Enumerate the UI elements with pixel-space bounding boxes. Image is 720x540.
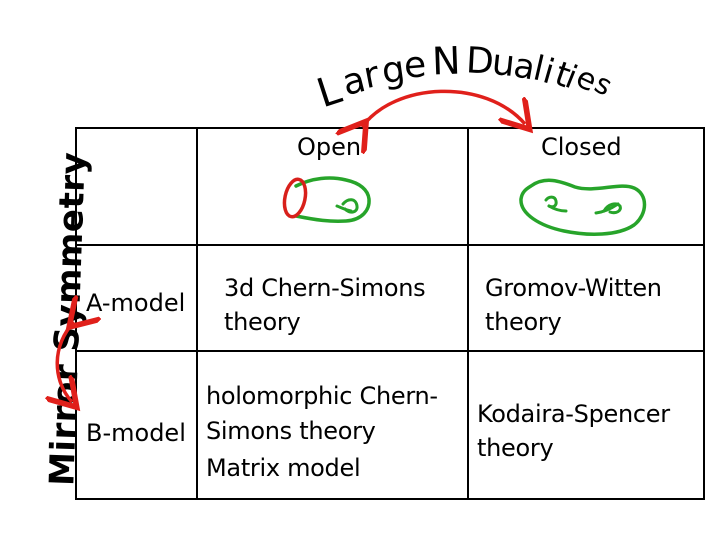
- cell-b-closed-line-1: Kodaira-Spencer: [477, 400, 670, 428]
- row-header-b-model: B-model: [86, 419, 186, 447]
- cell-a-open-line-2: theory: [224, 308, 301, 336]
- table-divider-row-1: [75, 244, 705, 246]
- large-n-duality-arrow: [362, 89, 525, 127]
- cell-b-open-line-2: Simons theory: [206, 417, 376, 445]
- table-divider-col-2: [467, 127, 469, 500]
- cell-a-closed-line-2: theory: [485, 308, 562, 336]
- mirror-symmetry-arrow: [57, 322, 74, 402]
- cell-a-open-line-1: 3d Chern-Simons: [224, 274, 426, 302]
- closed-riemann-surface-icon: [519, 178, 647, 236]
- table-border-right: [703, 127, 705, 500]
- table-divider-row-2: [75, 350, 705, 352]
- cell-b-open-line-3: Matrix model: [206, 454, 361, 482]
- cell-b-closed-line-2: theory: [477, 434, 554, 462]
- row-header-a-model: A-model: [86, 289, 186, 317]
- column-header-closed: Closed: [541, 133, 622, 161]
- cell-b-open-line-1: holomorphic Chern-: [206, 382, 438, 410]
- table-border-bottom: [75, 498, 705, 500]
- open-string-worldsheet-icon: [282, 176, 371, 223]
- table-divider-col-1: [196, 127, 198, 500]
- cell-a-closed-line-1: Gromov-Witten: [485, 274, 662, 302]
